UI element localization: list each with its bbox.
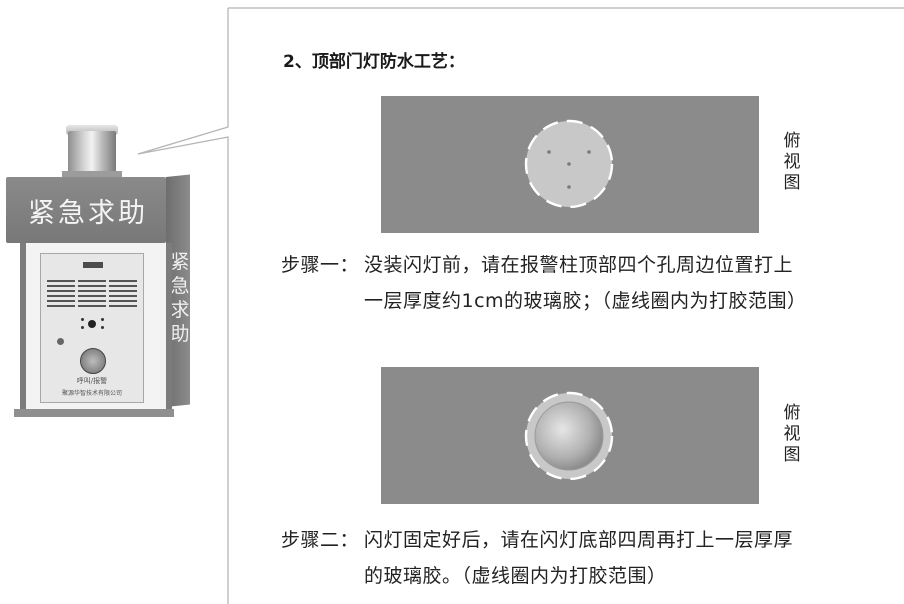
section-title: 2、顶部门灯防水工艺： [283,52,465,72]
call-button [80,348,106,374]
lamp-diagram-svg [524,391,614,481]
indicator-led [81,318,84,321]
step-2-prefix: 步骤二： [281,529,360,551]
mount-hole [567,185,571,189]
call-button-label: 呼叫/报警 [76,377,108,385]
lamp-cap [66,125,118,135]
indicator-led [81,326,84,329]
holes-diagram-svg [524,119,614,209]
step-2-text-1: 闪灯固定好后，请在闪灯底部四周再打上一层厚厚 [364,529,794,551]
speaker-grille-left [47,280,75,310]
step-2-line-1: 步骤二：闪灯固定好后，请在闪灯底部四周再打上一层厚厚 [281,525,793,552]
indicator-led [101,326,104,329]
top-view-label-2: 俯 视 图 [783,403,801,465]
center-hole [567,162,571,166]
step-1-line-1: 步骤一：没装闪灯前，请在报警柱顶部四个孔周边位置打上 [281,250,793,277]
glue-area-circle [524,391,614,481]
step-1-text-1: 没装闪灯前，请在报警柱顶部四个孔周边位置打上 [364,254,794,276]
step-2-text-2: 的玻璃胶。（虚线圈内为打胶范围） [364,565,667,587]
emergency-kiosk-photo: 紧急求助 紧 急 求 助 呼叫/报警 聚源华智技术有限公司 [6,125,196,425]
speaker-grille-right [109,280,137,310]
speaker-grille-middle [78,280,106,310]
kiosk-side-text: 紧 急 求 助 [170,251,190,345]
step-1-text-2: 一层厚度约1cm的玻璃胶；（虚线圈内为打胶范围） [364,290,807,312]
top-view-diagram-holes [381,96,759,233]
brand-plate [83,262,103,268]
kiosk-base [14,409,174,417]
lamp-base-circle [534,401,604,471]
top-view-diagram-lamp [381,367,759,504]
maker-label: 聚源华智技术有限公司 [61,390,122,397]
indicator-led [101,318,104,321]
mount-hole [547,150,551,154]
strobe-lamp [68,131,116,175]
screw-icon [57,338,64,345]
mount-hole [587,150,591,154]
step-1-prefix: 步骤一： [281,254,360,276]
kiosk-header [6,177,166,243]
kiosk-header-text: 紧急求助 [28,198,148,229]
intercom-panel: 呼叫/报警 聚源华智技术有限公司 [40,253,144,403]
camera-icon [88,320,96,328]
top-view-label-1: 俯 视 图 [783,131,801,193]
lamp-base [62,171,122,179]
